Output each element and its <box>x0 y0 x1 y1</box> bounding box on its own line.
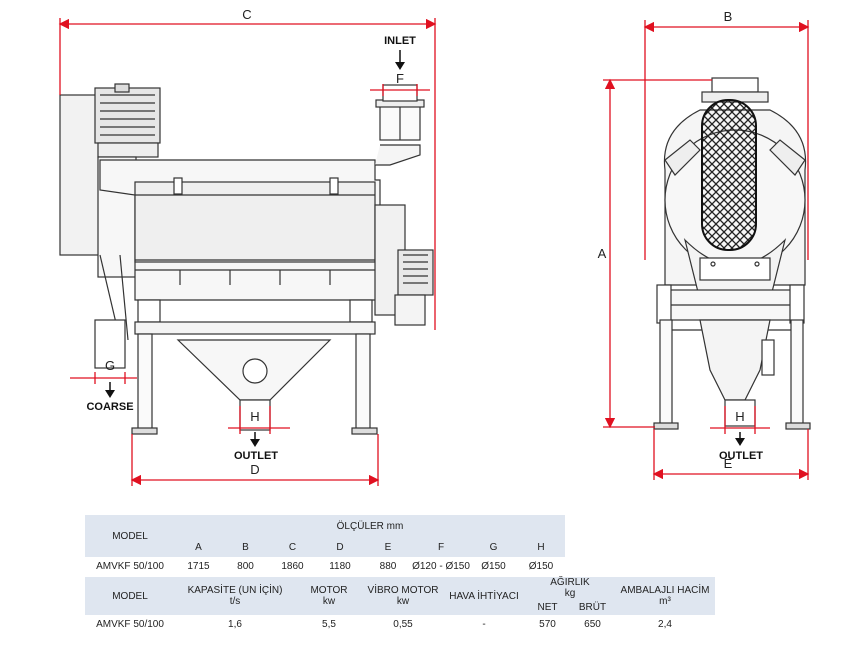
motor-header-text: MOTOR <box>310 585 348 596</box>
coarse-arrow <box>105 382 115 398</box>
spec-vibro-value: 0,55 <box>393 618 413 630</box>
dimension-e <box>652 429 810 480</box>
spec-capacity-value: 1,6 <box>228 618 242 630</box>
capacity-header-text: KAPASİTE (UN İÇİN) <box>187 585 283 596</box>
outlet-arrow-left <box>250 432 260 447</box>
spec-capacity-header: KAPASİTE (UN İÇİN) t/s <box>175 577 295 615</box>
dim-col-h: H <box>537 541 545 553</box>
spec-model-header: MODEL <box>112 590 148 602</box>
weight-unit: kg <box>564 588 576 599</box>
front-view <box>653 77 811 430</box>
spec-air-header: HAVA İHTİYACI <box>449 590 519 602</box>
table-row: AMVKF 50/100 1,6 5,5 0,55 - 570 650 2,4 <box>85 615 715 633</box>
dim-col-c: C <box>288 541 297 553</box>
dim-label-f: F <box>396 71 404 86</box>
dim-value-b: 800 <box>237 560 254 572</box>
dim-value-a: 1715 <box>187 560 210 572</box>
dim-label-h-left: H <box>250 409 259 424</box>
outlet-label-left: OUTLET <box>234 450 278 462</box>
outlet-label-right: OUTLET <box>719 450 763 462</box>
inlet-label: INLET <box>384 35 416 47</box>
spec-gross-header: BRÜT <box>578 601 607 613</box>
dim-value-d: 1180 <box>329 560 351 572</box>
technical-drawing: C F INLET G COARSE H OUTLET D <box>58 7 811 486</box>
dim-col-g: G <box>489 541 498 553</box>
spec-net-value: 570 <box>539 618 556 630</box>
dimensions-model-header: MODEL <box>112 530 148 542</box>
dim-value-h: Ø150 <box>528 560 554 572</box>
motor-unit: kw <box>322 596 336 607</box>
spec-volume-value: 2,4 <box>658 618 672 630</box>
dim-value-c: 1860 <box>281 560 304 572</box>
dimension-g <box>70 372 137 384</box>
dimension-a <box>603 78 712 429</box>
dim-label-b: B <box>724 9 733 24</box>
dimension-b <box>643 20 810 260</box>
dim-value-f: Ø120 - Ø150 <box>412 560 470 572</box>
spec-weight-header: AĞIRLIK kg <box>525 577 615 599</box>
spec-vibro-header: VİBRO MOTOR kw <box>363 577 443 615</box>
coarse-outlet-pipe <box>94 319 126 369</box>
dim-col-d: D <box>336 541 344 553</box>
spec-volume-header: AMBALAJLI HACİM m³ <box>615 577 715 615</box>
dim-label-c: C <box>242 7 251 22</box>
capacity-unit: t/s <box>229 596 241 607</box>
vibro-header-text: VİBRO MOTOR <box>367 585 439 596</box>
dim-label-a: A <box>598 246 607 261</box>
spec-row-model: AMVKF 50/100 <box>96 618 164 630</box>
dim-value-g: Ø150 <box>481 560 506 572</box>
dim-value-e: 880 <box>379 560 397 572</box>
dim-label-d: D <box>250 462 259 477</box>
dim-label-g: G <box>105 358 115 373</box>
spec-motor-header: MOTOR kw <box>295 577 363 615</box>
spec-net-header: NET <box>537 601 558 613</box>
dim-col-b: B <box>242 541 249 553</box>
dimensions-row-model: AMVKF 50/100 <box>96 560 164 572</box>
dimensions-group-header: ÖLÇÜLER mm <box>336 520 404 532</box>
dimension-h-right <box>710 406 770 434</box>
dim-col-f: F <box>437 541 445 553</box>
dimension-d <box>130 434 380 486</box>
motor <box>94 87 161 144</box>
coarse-label: COARSE <box>86 401 133 413</box>
vibro-unit: kw <box>396 596 410 607</box>
dimension-c <box>58 18 437 330</box>
outlet-arrow-right <box>735 432 745 446</box>
volume-header-text: AMBALAJLI HACİM <box>620 585 710 596</box>
dim-col-e: E <box>384 541 392 553</box>
spec-motor-value: 5,5 <box>322 618 336 630</box>
volume-unit: m³ <box>659 596 671 607</box>
dimension-h-left <box>228 406 290 434</box>
side-view <box>59 83 434 435</box>
inlet-arrow <box>395 50 405 70</box>
mesh-window <box>701 99 757 251</box>
dimensions-table: MODEL ÖLÇÜLER mm A B C D E F G H AMVKF 5… <box>85 515 565 575</box>
specifications-table: MODEL KAPASİTE (UN İÇİN) t/s MOTOR kw Vİ… <box>85 577 715 633</box>
weight-header-text: AĞIRLIK <box>550 577 590 588</box>
dim-label-h-right: H <box>735 409 744 424</box>
spec-air-value: - <box>482 618 486 630</box>
dim-label-e: E <box>724 456 733 471</box>
frame-top <box>134 321 376 335</box>
spec-gross-value: 650 <box>584 618 601 630</box>
table-row: AMVKF 50/100 1715 800 1860 1180 880 Ø120… <box>85 557 565 575</box>
dim-col-a: A <box>195 541 202 553</box>
dimension-f <box>370 84 430 96</box>
